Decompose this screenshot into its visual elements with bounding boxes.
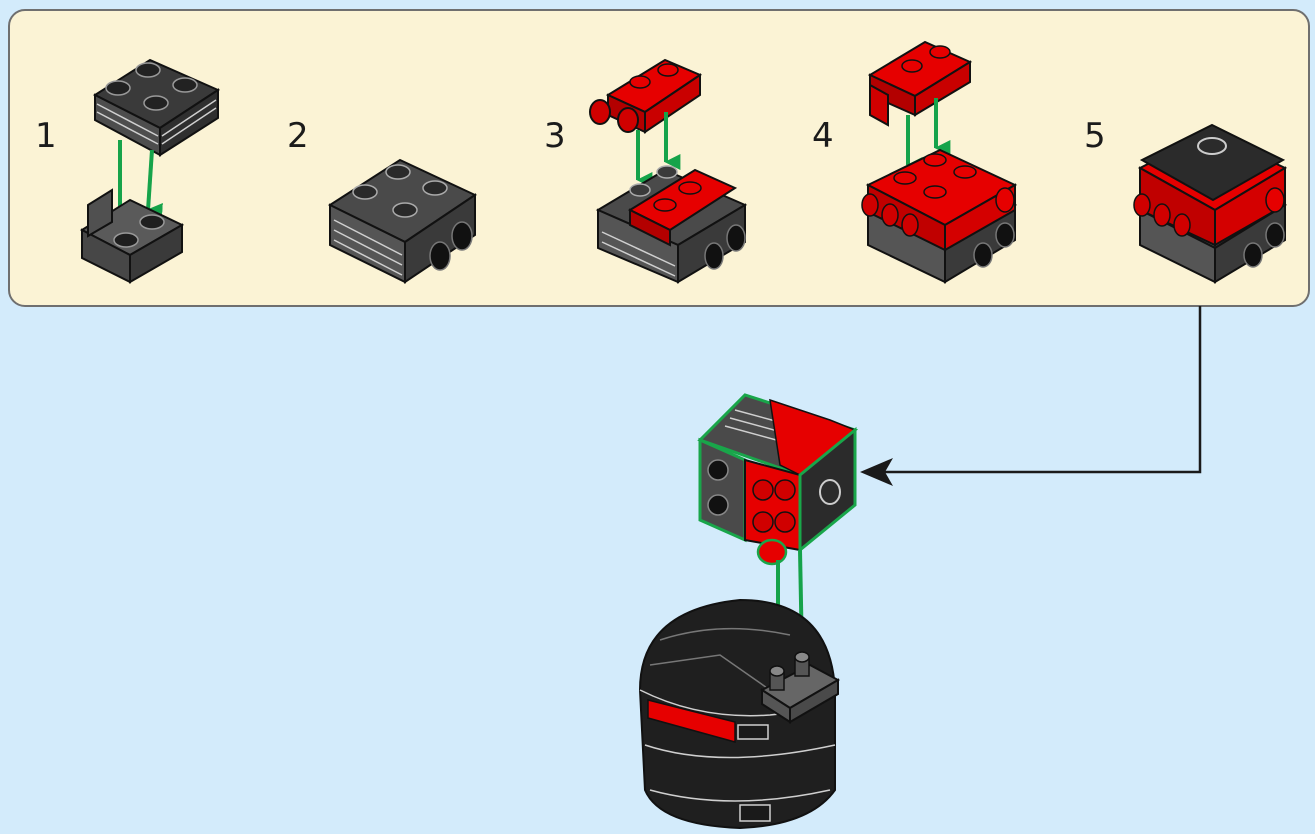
stacked-plates-brick (92, 58, 221, 157)
step-5-illustration (1133, 123, 1288, 284)
clip-plate-on-base (760, 651, 841, 724)
pointer-line (880, 306, 1202, 474)
red-clip-plate-top (589, 58, 703, 134)
step-number-2: 2 (287, 116, 309, 156)
step-number-1: 1 (35, 116, 57, 156)
round-base-body (638, 598, 836, 830)
step-number-4: 4 (812, 116, 834, 156)
green-down-arrow (146, 149, 163, 219)
step-1-illustration (79, 58, 221, 284)
red-bracket-plate-top (867, 40, 973, 127)
step-2-illustration (327, 158, 478, 284)
assembled-cube (697, 393, 859, 566)
bracket-plate (79, 188, 185, 284)
step-number-3: 3 (544, 116, 566, 156)
black-left-pointer-arrow (860, 458, 893, 486)
step-number-5: 5 (1084, 116, 1106, 156)
step-4-illustration (861, 40, 1018, 284)
step-3-illustration (589, 58, 748, 284)
